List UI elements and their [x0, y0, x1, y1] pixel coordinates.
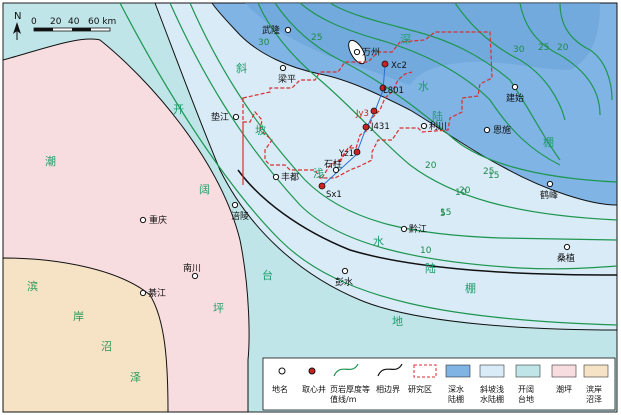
isopach-label: 20: [459, 186, 471, 196]
north-label: N: [14, 11, 21, 22]
isopach-label: 10: [455, 188, 467, 198]
facies-marsh-4: 泽: [130, 371, 141, 384]
facies-open-4: 地: [392, 315, 403, 328]
well-l801: L801: [383, 86, 404, 96]
isopach-lines: [119, 2, 618, 326]
north-arrow: N: [13, 11, 21, 40]
well-jy3: Jy3: [355, 109, 369, 119]
study-area-inner: [339, 71, 413, 163]
study-area-outline: [242, 31, 493, 185]
facies-deep-3: 陆: [432, 109, 443, 123]
isopach-label: 20: [425, 161, 437, 171]
facies-slope-1: 斜: [236, 62, 247, 75]
city-chongqing: 重庆: [149, 214, 167, 226]
facies-deep-2: 水: [418, 80, 429, 93]
core-wells: Xc2 L801 Jy3 J431 Yz1 Sx1: [318, 60, 407, 200]
facies-slope-4: 水: [373, 235, 384, 248]
city-fuling: 涪陵: [231, 210, 249, 222]
facies-open-1: 开: [173, 103, 184, 116]
city-sangzhi: 桑植: [557, 252, 575, 264]
study-area-inner2: [321, 144, 353, 179]
legend-slope-label: 斜坡浅水陆棚: [480, 384, 504, 404]
facies-tidal-2: 坪: [213, 302, 224, 315]
isopach-label: 15: [488, 171, 499, 181]
well-yz1: Yz1: [338, 149, 354, 159]
isopach-label: 30: [258, 38, 270, 48]
legend-study-label: 研究区: [408, 384, 432, 394]
legend: 地名 取心井 页岩厚度等值线/m 相边界 研究区 深水陆棚 斜坡浅水陆棚 开阔台…: [262, 357, 616, 411]
scale-tick-60: 60 km: [88, 17, 116, 27]
city-hefeng: 鹤峰: [540, 189, 558, 201]
facies-tidal-1: 潮: [45, 154, 56, 168]
isopach-label: 30: [513, 45, 525, 55]
isopach-label: 25: [538, 43, 549, 53]
city-qijiang: 綦江: [148, 287, 166, 299]
city-jianshi: 建始: [506, 92, 524, 104]
isopach-label: 10: [420, 246, 432, 256]
coastal-marsh-area: [2, 257, 169, 413]
legend-city-label: 地名: [272, 384, 288, 394]
facies-slope-3: 浅: [313, 167, 324, 180]
city-lichuan: 利川: [429, 120, 447, 132]
facies-slope-2: 坡: [255, 124, 266, 137]
isopach-label: 5: [440, 209, 446, 219]
scale-tick-20: 20: [50, 17, 62, 27]
city-shizhu: 石柱: [324, 158, 342, 170]
city-wanzhou: 万州: [362, 47, 380, 58]
legend-marsh-label: 滨岸沼泽: [586, 384, 602, 404]
city-enshi: 恩施: [493, 124, 511, 136]
cities: 武隆 万州 梁平 垫江 丰都 石柱 利川 恩施 建始 鹤峰 涪陵 黔江 桑植 重…: [139, 24, 575, 299]
facies-labels: 深 水 陆 棚 斜 坡 浅 水 陆 棚 开 阔 台 地 潮 坪 滨 岸 沼 泽: [27, 33, 554, 384]
isopach-label: 25: [483, 167, 494, 177]
city-pengshui: 彭水: [335, 276, 353, 288]
well-xc2: Xc2: [391, 61, 407, 71]
city-fengdu: 丰都: [281, 171, 299, 183]
well-sx1: Sx1: [326, 190, 342, 200]
isopach-labels: 30 25 20 15 10 5 30 25 20 25 20 15 10: [258, 33, 569, 256]
legend-tidal-label: 潮坪: [556, 384, 572, 394]
facies-slope-5: 陆: [425, 261, 436, 275]
scale-tick-40: 40: [68, 17, 80, 27]
facies-boundary: [237, 169, 618, 276]
facies-marsh-3: 沼: [101, 339, 112, 353]
facies-open-3: 台: [262, 268, 273, 282]
city-dianjiang: 垫江: [211, 111, 229, 123]
isopach-label: 25: [311, 33, 322, 43]
legend-deep-label: 深水陆棚: [448, 384, 464, 404]
facies-marsh-1: 滨: [27, 279, 38, 293]
legend-open-label: 开阔台地: [518, 384, 534, 404]
scale-bar: 0 20 40 60 km: [31, 17, 116, 32]
facies-open-2: 阔: [199, 183, 210, 196]
city-nanchuan: 南川: [183, 262, 201, 274]
legend-well-label: 取心井: [302, 384, 326, 394]
city-liangping: 梁平: [278, 73, 296, 85]
facies-marsh-2: 岸: [73, 310, 84, 323]
facies-slope-6: 棚: [465, 281, 476, 295]
city-wulong: 武隆: [262, 24, 280, 36]
facies-deep-1: 深: [400, 33, 411, 46]
well-j431: J431: [370, 122, 390, 132]
legend-boundary-label: 相边界: [376, 384, 400, 394]
legend-isopach-label: 页岩厚度等值线/m: [330, 384, 370, 404]
facies-deep-4: 棚: [543, 135, 554, 149]
scale-tick-0: 0: [31, 17, 37, 27]
isopach-label: 15: [440, 208, 451, 218]
isopach-label: 20: [557, 43, 569, 53]
city-qianjiang: 黔江: [409, 223, 427, 235]
